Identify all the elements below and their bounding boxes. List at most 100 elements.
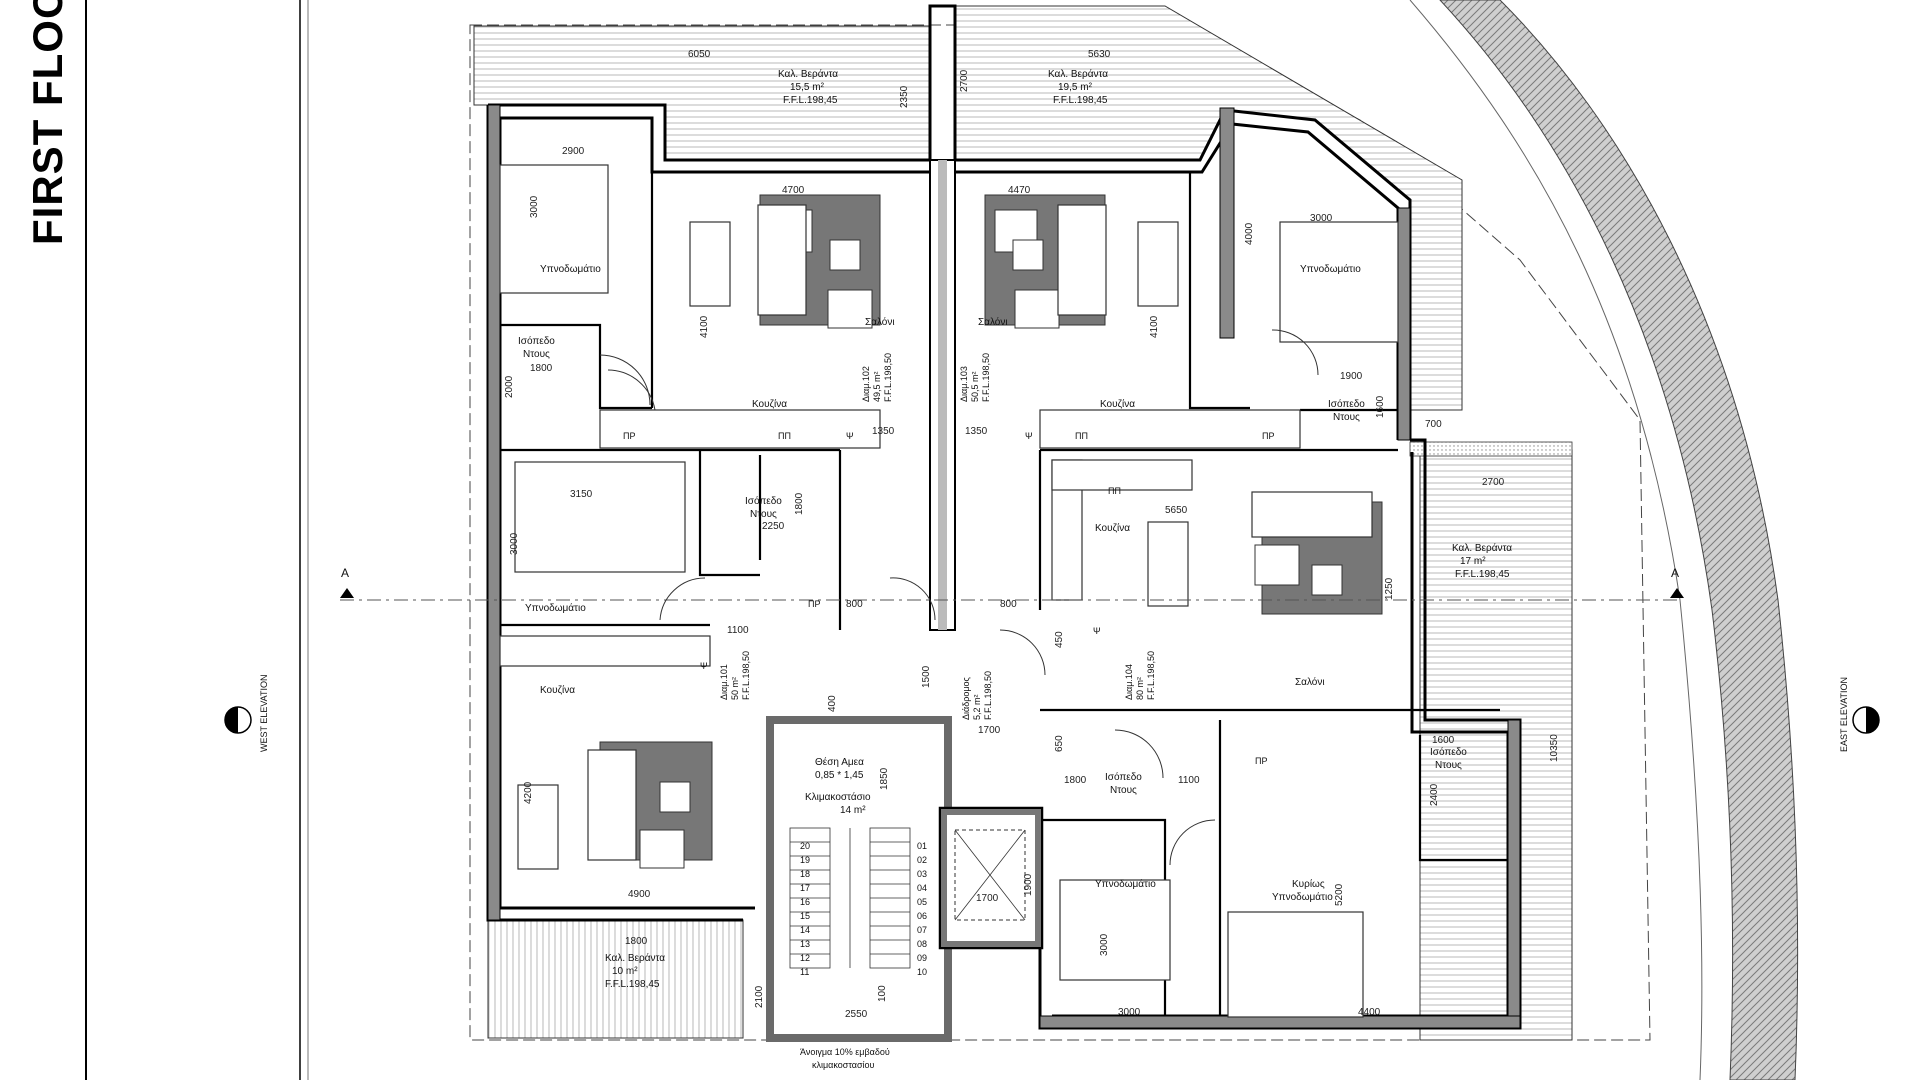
stair-num-14: 14 (800, 925, 811, 935)
dim-4900: 4900 (628, 889, 651, 900)
dim-2550: 2550 (845, 1009, 868, 1020)
stair-num-04: 04 (917, 883, 928, 893)
veranda-e-ffl: F.F.L.198,45 (1455, 569, 1510, 580)
stair-num-05: 05 (917, 897, 928, 907)
veranda-e-area: 17 m² (1460, 556, 1486, 567)
dim-1100-a: 1100 (727, 625, 749, 636)
veranda-sw-ffl: F.F.L.198,45 (605, 979, 660, 990)
dim-1800-d: 1800 (625, 936, 648, 947)
dim-400: 400 (827, 695, 838, 712)
veranda-nw-area (473, 25, 931, 161)
veranda-nw-ffl: F.F.L.198,45 (783, 95, 838, 106)
shower-102-label-2: Ντους (523, 349, 550, 360)
apt-103-name: Διαμ.103 (959, 366, 969, 402)
living-104-label: Σαλόνι (1295, 677, 1325, 688)
dim-1800-c: 1800 (1064, 775, 1087, 786)
dim-800-a: 800 (846, 599, 863, 610)
veranda-ne-name: Καλ. Βεράντα (1048, 69, 1109, 80)
dim-1500: 1500 (921, 665, 932, 688)
drawing-title: FIRST FLOO (24, 0, 71, 245)
dim-650: 650 (1054, 735, 1065, 752)
corridor-area: 5,2 m² (972, 694, 982, 720)
kitchen-103-label: Κουζίνα (1100, 399, 1135, 410)
dim-1600-a: 1600 (1375, 395, 1386, 418)
stair-label-2: 14 m² (840, 805, 866, 816)
dim-1800-b: 1800 (794, 492, 805, 515)
stair-num-18: 18 (800, 869, 811, 879)
stair-num-08: 08 (917, 939, 928, 949)
dim-1600-b: 1600 (1432, 735, 1455, 746)
stair-note-1: Άνοιγμα 10% εμβαδού (800, 1047, 890, 1057)
apt-104-name: Διαμ.104 (1124, 664, 1134, 700)
dim-2000: 2000 (504, 375, 515, 398)
kitchen-counters (499, 409, 1301, 667)
fixture-pp-1: ΠΠ (778, 431, 791, 441)
dim-700: 700 (1425, 419, 1442, 430)
shower-102-label-1: Ισόπεδο (518, 336, 555, 347)
dim-2250: 2250 (762, 521, 785, 532)
dim-2900: 2900 (562, 146, 585, 157)
veranda-ne-ffl: F.F.L.198,45 (1053, 95, 1108, 106)
stair-num-10: 10 (917, 967, 928, 977)
stair-treads (789, 827, 911, 969)
shower-104b-label-1: Ισόπεδο (1430, 747, 1467, 758)
dim-4470: 4470 (1008, 185, 1031, 196)
stair-num-16: 16 (800, 897, 811, 907)
dim-800-b: 800 (1000, 599, 1017, 610)
dim-450: 450 (1054, 631, 1065, 648)
apt-101-area: 50 m² (730, 676, 740, 700)
dim-1700-b: 1700 (976, 893, 999, 904)
fixture-psi-2: Ψ (1025, 431, 1033, 441)
dim-4400: 4400 (1358, 1007, 1381, 1018)
apt-103-area: 50,5 m² (970, 371, 980, 402)
veranda-ne-area: 19,5 m² (1058, 82, 1092, 93)
dim-4200: 4200 (523, 781, 534, 804)
shower-101-label-1: Ισόπεδο (745, 496, 782, 507)
disabled-spot-label-2: 0,85 * 1,45 (815, 770, 864, 781)
dim-2100: 2100 (754, 985, 765, 1008)
stair-note-2: κλιμακοστασίου (812, 1060, 875, 1070)
dim-6050: 6050 (688, 49, 711, 60)
veranda-sw-area: 10 m² (612, 966, 638, 977)
fixture-pr-3: ΠΡ (808, 599, 821, 609)
dim-4100-b: 4100 (1149, 315, 1160, 338)
living-103-label: Σαλόνι (978, 317, 1008, 328)
dim-3150: 3150 (570, 489, 593, 500)
apt-101-name: Διαμ.101 (719, 664, 729, 700)
dim-4100-a: 4100 (699, 315, 710, 338)
fixture-psi-1: Ψ (846, 431, 854, 441)
dim-1350-a: 1350 (872, 426, 895, 437)
veranda-sw-area (487, 919, 744, 1039)
corridor-ffl: F.F.L.198,50 (983, 670, 993, 720)
bedroom-101-label: Υπνοδωμάτιο (525, 603, 586, 614)
section-mark-left: A (341, 566, 350, 580)
dim-5630: 5630 (1088, 49, 1111, 60)
beds (499, 164, 1399, 1018)
dim-2400: 2400 (1429, 783, 1440, 806)
apt-101-ffl: F.F.L.198,50 (741, 650, 751, 700)
dim-1350-b: 1350 (965, 426, 988, 437)
apt-102-area: 49,5 m² (872, 371, 882, 402)
shower-101-label-2: Ντους (750, 509, 777, 520)
shower-104a-label-2: Ντους (1110, 785, 1137, 796)
east-elevation-label: EAST ELEVATION (1839, 676, 1849, 752)
dim-3000-e: 3000 (1118, 1007, 1141, 1018)
corridor-name: Διάδρομος (961, 677, 971, 720)
dim-2700-horizontal: 2700 (1482, 477, 1505, 488)
stair-num-07: 07 (917, 925, 928, 935)
fixture-psi-4: Ψ (1093, 626, 1101, 636)
dim-1250: 1250 (1384, 577, 1395, 600)
fixture-pp-3: ΠΠ (1108, 486, 1121, 496)
stair-num-06: 06 (917, 911, 928, 921)
dim-100: 100 (877, 985, 888, 1002)
dim-10350: 10350 (1549, 734, 1560, 762)
veranda-nw-name: Καλ. Βεράντα (778, 69, 839, 80)
master-104-label-2: Υπνοδωμάτιο (1272, 892, 1333, 903)
veranda-sw-name: Καλ. Βεράντα (605, 953, 666, 964)
stair-num-01: 01 (917, 841, 928, 851)
fixture-pr-4: ΠΡ (1255, 756, 1268, 766)
stair-num-02: 02 (917, 855, 928, 865)
fixture-pp-2: ΠΠ (1075, 431, 1088, 441)
dim-3000-a: 3000 (529, 195, 540, 218)
